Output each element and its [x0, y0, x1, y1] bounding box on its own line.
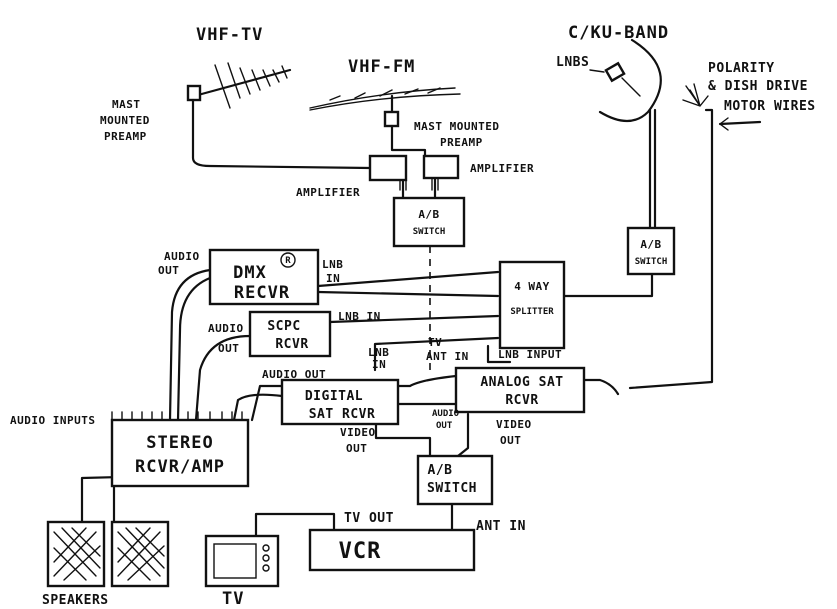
- audio-out-scpc-1: AUDIO: [208, 322, 244, 335]
- ab-switch-top: A/B SWITCH: [394, 198, 464, 246]
- video-out-digital-1: VIDEO: [340, 426, 376, 439]
- tv-ant-in-1: TV: [428, 336, 442, 349]
- dmx-receiver: DMX RECVR R: [210, 250, 318, 304]
- scpc-label-1: SCPC: [267, 319, 300, 334]
- video-out-digital-2: OUT: [346, 442, 367, 455]
- tv-label: TV: [222, 589, 244, 609]
- polarity-label-2: & DISH DRIVE: [708, 79, 808, 94]
- tv-set: [206, 536, 278, 586]
- ab-switch-top-label-2: SWITCH: [413, 227, 446, 237]
- dmx-label-1: DMX: [233, 263, 267, 283]
- ab-switch-dish-label-1: A/B: [640, 238, 661, 251]
- stereo-label-1: STEREO: [146, 433, 213, 453]
- speakers-label: SPEAKERS: [42, 593, 109, 608]
- polarity-label-1: POLARITY: [708, 61, 775, 76]
- mast-preamp-tv-2: MOUNTED: [100, 114, 150, 127]
- mast-preamp-tv-3: PREAMP: [104, 130, 147, 143]
- splitter-label-2: SPLITTER: [510, 307, 554, 317]
- mast-preamp-fm-1: MAST MOUNTED: [414, 120, 499, 133]
- dmx-label-2: RECVR: [234, 283, 290, 303]
- stereo-receiver: STEREO RCVR/AMP: [112, 420, 248, 486]
- stereo-label-2: RCVR/AMP: [135, 457, 225, 477]
- digital-label-1: DIGITAL: [305, 389, 363, 404]
- lnb-in-digital-2: IN: [372, 358, 386, 371]
- audio-out-analog-2: OUT: [436, 421, 453, 431]
- audio-out-digital: AUDIO OUT: [262, 368, 326, 381]
- ab-switch-dish-label-2: SWITCH: [635, 257, 668, 267]
- audio-inputs-label: AUDIO INPUTS: [10, 414, 95, 427]
- lnb-in-dmx-1: LNB: [322, 258, 343, 271]
- vhf-fm-label: VHF-FM: [348, 57, 415, 77]
- vcr: VCR: [310, 530, 474, 570]
- lnb-input-label: LNB INPUT: [498, 348, 562, 361]
- mast-preamp-fm-2: PREAMP: [440, 136, 483, 149]
- vcr-label: VCR: [339, 539, 382, 564]
- amplifier-left-box: [370, 156, 406, 180]
- video-out-analog-1: VIDEO: [496, 418, 532, 431]
- analog-label-1: ANALOG SAT: [480, 375, 563, 390]
- ab-switch-bottom-label-1: A/B: [428, 463, 453, 478]
- ab-switch-bottom-label-2: SWITCH: [427, 481, 477, 496]
- tv-ant-in-2: ANT IN: [426, 350, 469, 363]
- lnbs-label: LNBS: [556, 55, 589, 70]
- digital-sat-receiver: DIGITAL SAT RCVR: [282, 380, 398, 424]
- splitter-label-1: 4 WAY: [514, 280, 550, 293]
- amplifier-left-label: AMPLIFIER: [296, 186, 360, 199]
- analog-label-2: RCVR: [505, 393, 538, 408]
- amplifier-right-label: AMPLIFIER: [470, 162, 534, 175]
- dmx-badge: R: [285, 256, 291, 266]
- analog-sat-receiver: ANALOG SAT RCVR: [456, 368, 584, 412]
- ab-switch-top-label-1: A/B: [418, 208, 439, 221]
- lnb-in-dmx-2: IN: [326, 272, 340, 285]
- amplifier-right-box: [424, 156, 458, 178]
- ck-band-label: C/KU-BAND: [568, 23, 669, 43]
- video-out-analog-2: OUT: [500, 434, 521, 447]
- digital-label-2: SAT RCVR: [309, 407, 376, 422]
- audio-out-dmx-2: OUT: [158, 264, 179, 277]
- four-way-splitter: 4 WAY SPLITTER: [500, 262, 564, 348]
- mast-preamp-tv-1: MAST: [112, 98, 141, 111]
- audio-out-analog-1: AUDIO: [432, 409, 460, 419]
- audio-out-dmx-1: AUDIO: [164, 250, 200, 263]
- polarity-label-3: MOTOR WIRES: [724, 99, 816, 114]
- scpc-label-2: RCVR: [275, 337, 308, 352]
- satellite-dish: [590, 40, 661, 228]
- ab-switch-dish: A/B SWITCH: [628, 228, 674, 274]
- vhf-tv-antenna: [188, 63, 290, 108]
- audio-out-scpc-2: OUT: [218, 342, 239, 355]
- ant-in-label: ANT IN: [476, 519, 526, 534]
- ab-switch-bottom: A/B SWITCH: [418, 456, 492, 504]
- tv-out-label: TV OUT: [344, 511, 394, 526]
- lnb-in-scpc: LNB IN: [338, 310, 381, 323]
- speaker-left: [48, 522, 104, 586]
- vhf-tv-label: VHF-TV: [196, 25, 263, 45]
- speaker-right: [112, 522, 168, 586]
- scpc-receiver: SCPC RCVR: [250, 312, 330, 356]
